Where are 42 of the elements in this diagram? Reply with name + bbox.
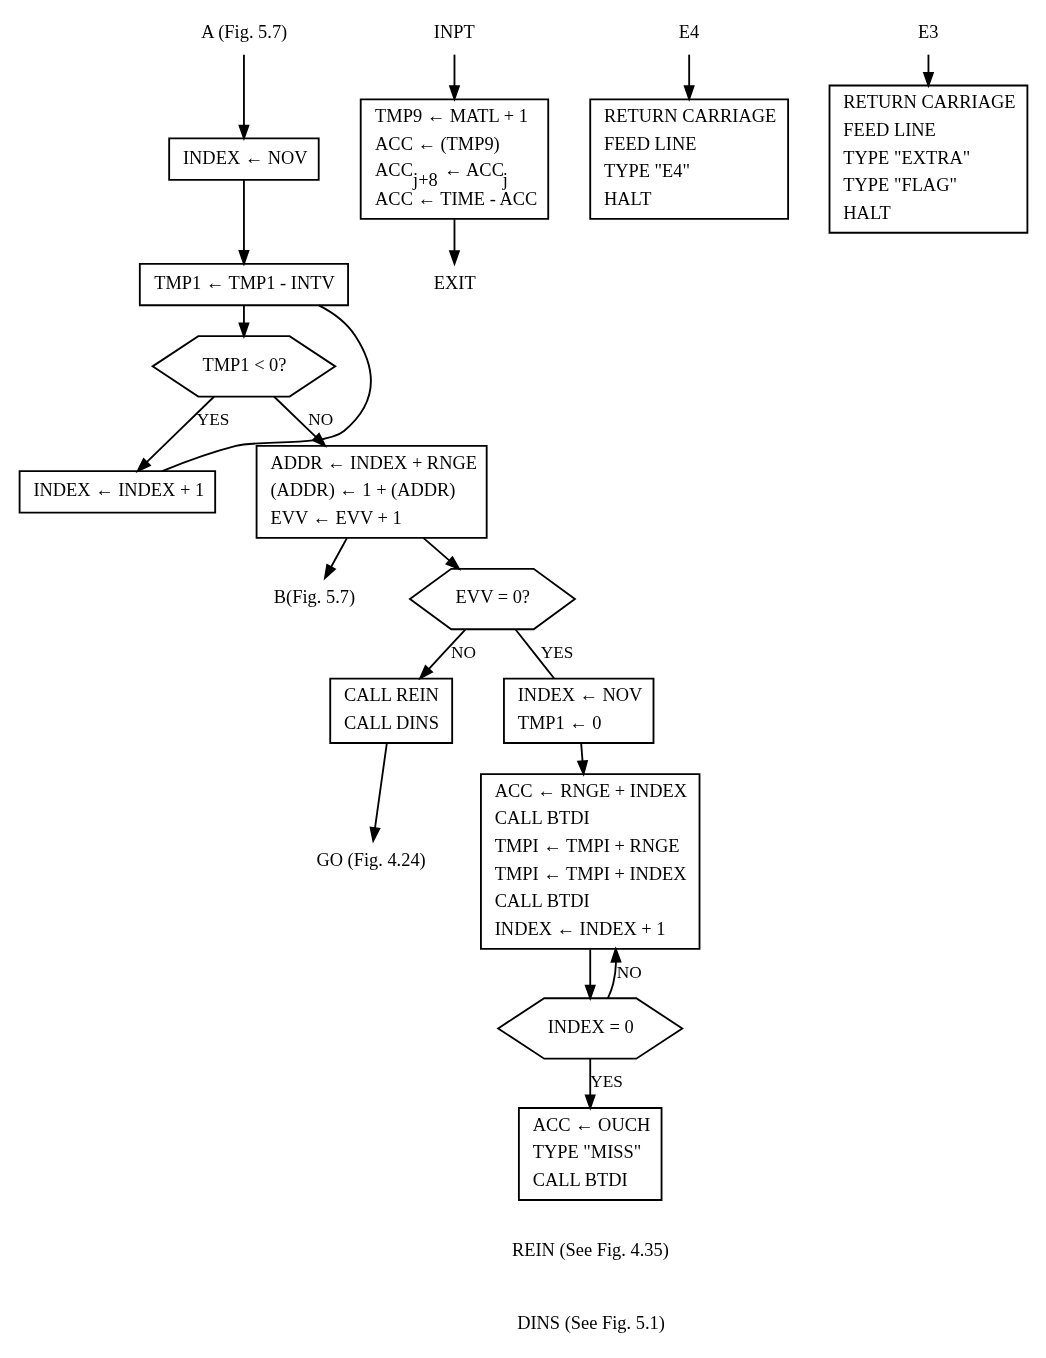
label: REIN (See Fig. 4.35) (511, 1240, 669, 1261)
node-box: RETURN CARRIAGE FEED LINE TYPE "E4" HALT (588, 98, 789, 220)
connector (514, 628, 555, 680)
arrow (323, 537, 348, 581)
node-box: TMP1 ← TMP1 - INTV (138, 262, 349, 307)
arrow (417, 628, 466, 681)
node-text: E4 (678, 22, 699, 43)
edge-label: YES (540, 642, 573, 662)
node-text: A (Fig. 5.7) (200, 22, 287, 43)
arrow (237, 179, 250, 267)
arrow (682, 53, 695, 102)
node-box: ACC ← RNGE + INDEX CALL BTDI TMPI ← TMPI + RNGE TMPI ← TMPI + INDEX CALL BTDI INDEX ← INDEX + 1 (479, 773, 700, 950)
node-box: ADDR ← INDEX + RNGE (ADDR) ← 1 + (ADDR) EVV ← EVV + 1 (255, 444, 488, 539)
node-text: GO (Fig. 4.24) (315, 849, 426, 870)
arrow (576, 742, 588, 777)
node-text: B(Fig. 5.7) (273, 587, 355, 608)
arrow (448, 218, 460, 267)
arrow (237, 53, 250, 142)
arrow (448, 53, 460, 102)
edge-label: YES (196, 410, 229, 430)
arrow (237, 304, 250, 339)
node-box: INDEX ← INDEX + 1 (18, 470, 216, 514)
arrow (135, 395, 215, 473)
edge-label: NO (307, 410, 333, 430)
edge-label: NO (450, 642, 476, 662)
node-box: CALL REIN CALL DINS (328, 677, 453, 744)
arrow (584, 948, 596, 1002)
node-box: ACC ← OUCH TYPE "MISS" CALL BTDI (517, 1107, 662, 1201)
arrow (606, 946, 622, 1000)
edge-label: NO (616, 962, 642, 982)
node-box: RETURN CARRIAGE FEED LINE TYPE "EXTRA" TYPE "FLAG" HALT (828, 84, 1028, 234)
arrow (584, 1057, 596, 1111)
node-text: INPT (433, 22, 475, 43)
connector (160, 304, 372, 472)
node-box: INDEX ← NOV (167, 137, 320, 181)
node-text: EXIT (433, 272, 476, 293)
arrow (422, 537, 461, 571)
node-box: INDEX ← NOV TMP1 ← 0 (502, 677, 654, 744)
edge-label: YES (589, 1072, 623, 1092)
arrow (368, 742, 388, 844)
label: DINS (See Fig. 5.1) (516, 1312, 665, 1333)
node-text: E3 (917, 22, 939, 43)
